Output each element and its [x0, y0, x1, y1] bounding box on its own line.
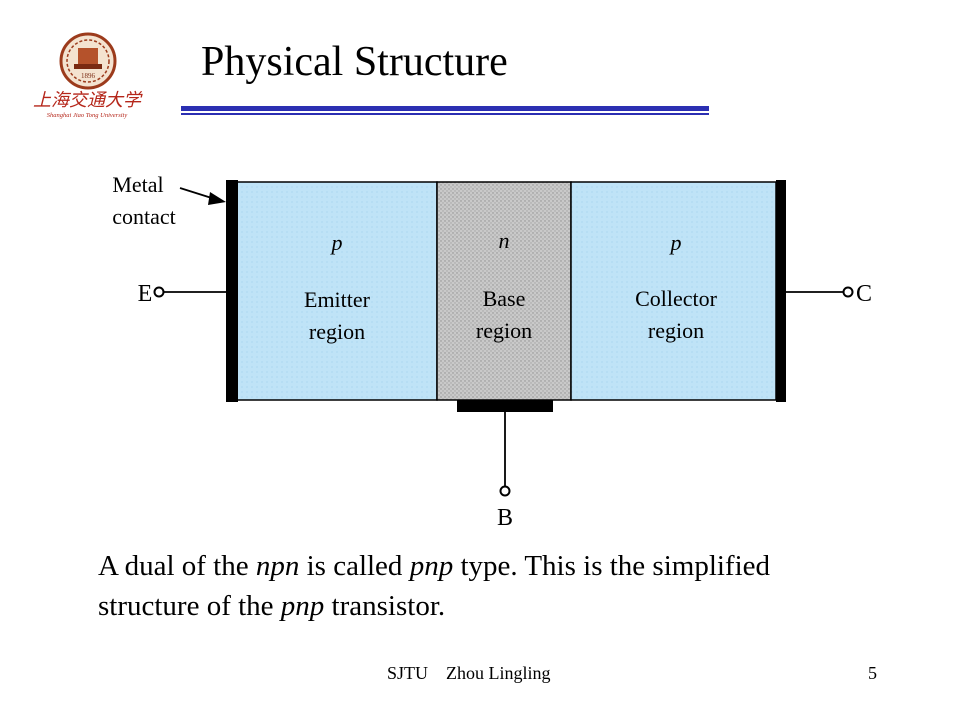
- logo-chinese-name: 上海交通大学: [33, 90, 143, 110]
- title-underline: [181, 106, 709, 115]
- caption-part-4: transistor.: [324, 590, 446, 622]
- page-title: Physical Structure: [201, 39, 508, 85]
- caption-npn: npn: [255, 550, 300, 582]
- collector-metal-contact: [776, 180, 786, 402]
- base-label-line1: Base: [483, 286, 526, 311]
- base-terminal-label: B: [497, 505, 513, 531]
- caption-part-3: type. This is the simplified structure o…: [98, 550, 771, 622]
- emitter-terminal-label: E: [138, 281, 153, 307]
- base-label-line2: region: [476, 318, 532, 343]
- caption-part-1: A dual of the: [98, 550, 256, 582]
- metal-contact-label-line1: Metal: [112, 172, 163, 197]
- emitter-terminal-icon: [153, 286, 165, 298]
- crest-icon: 1896: [59, 32, 117, 90]
- collector-region: [570, 181, 777, 401]
- footer-author: SJTU Zhou Lingling: [387, 663, 551, 683]
- caption-text: A dual of the npn is called pnp type. Th…: [98, 546, 858, 626]
- caption-pnp-1: pnp: [409, 550, 454, 582]
- university-logo: 1896 上海交通大学 Shanghai Jiao Tong Universit…: [33, 32, 143, 119]
- collector-type-label: p: [669, 230, 682, 255]
- crest-year: 1896: [81, 72, 96, 80]
- logo-english-name: Shanghai Jiao Tong University: [47, 112, 128, 119]
- arrow-head-icon: [208, 192, 226, 205]
- collector-label-line1: Collector: [635, 286, 718, 311]
- emitter-metal-contact: [226, 180, 238, 402]
- collector-terminal-label: C: [856, 281, 872, 307]
- page-number: 5: [868, 663, 877, 683]
- emitter-label-line1: Emitter: [304, 287, 371, 312]
- base-terminal-icon: [499, 485, 511, 497]
- base-metal-contact: [457, 400, 553, 412]
- emitter-type-label: p: [330, 230, 343, 255]
- collector-label-line2: region: [648, 318, 704, 343]
- emitter-region: [236, 181, 438, 401]
- collector-terminal-icon: [842, 286, 854, 298]
- metal-contact-label-line2: contact: [112, 204, 176, 229]
- caption-part-2: is called: [299, 550, 410, 582]
- caption-pnp-2: pnp: [280, 590, 325, 622]
- pnp-structure-diagram: Metal contact E C B p Emitter region n B…: [112, 172, 872, 531]
- base-type-label: n: [499, 228, 510, 253]
- emitter-label-line2: region: [309, 319, 365, 344]
